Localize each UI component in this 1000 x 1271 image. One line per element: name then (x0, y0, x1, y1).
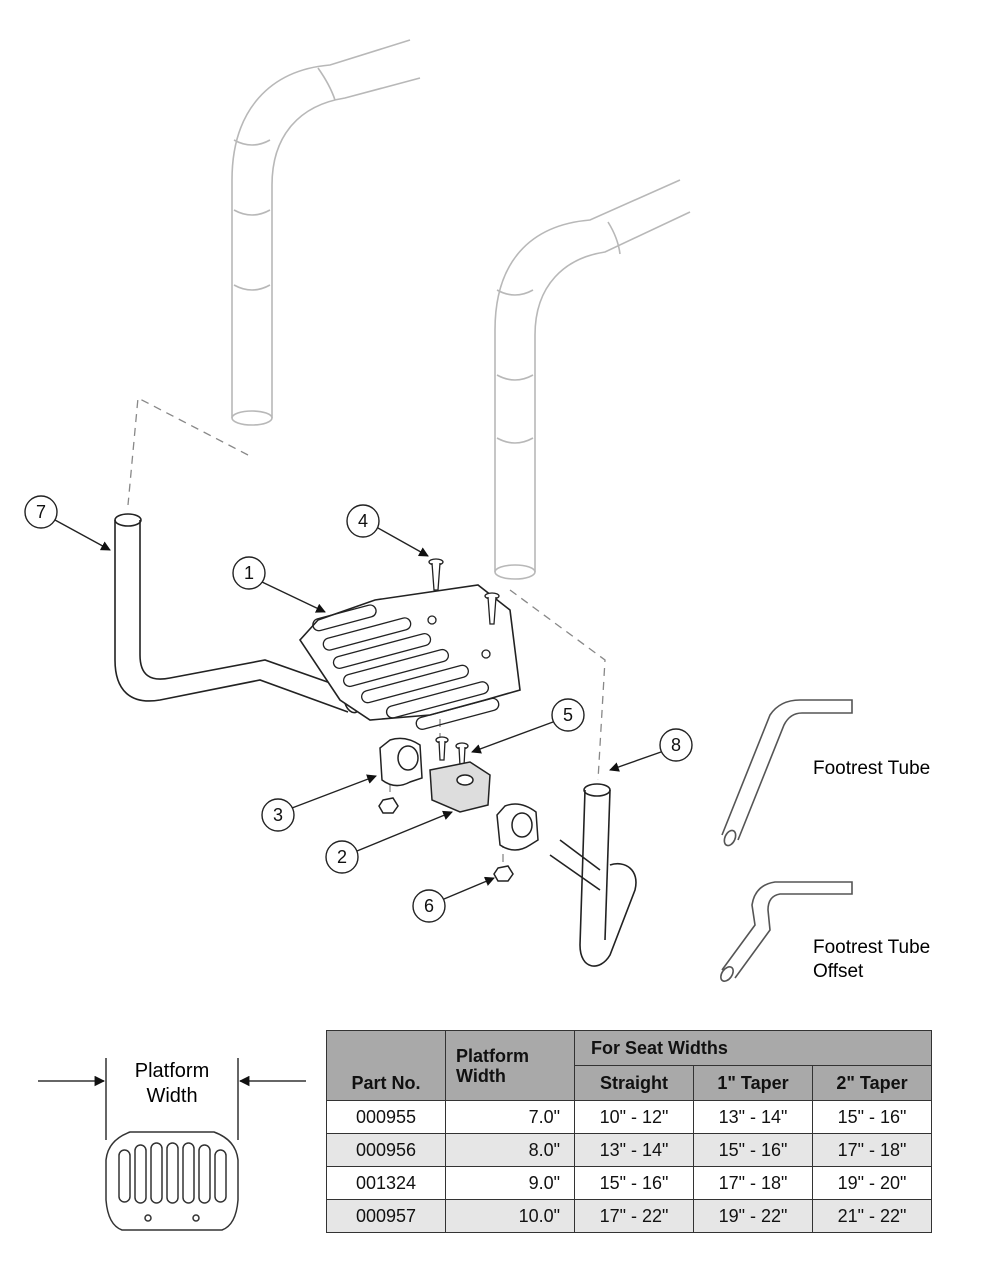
cell-platform-width: 10.0" (445, 1199, 575, 1233)
header-seat-widths: For Seat Widths (574, 1030, 932, 1066)
cell-1-taper: 17" - 18" (693, 1166, 813, 1200)
cell-2-taper: 15" - 16" (812, 1100, 932, 1134)
callout-3 (261, 774, 377, 832)
table-row: 000955 7.0" 10" - 12" 13" - 14" 15" - 16… (326, 1100, 932, 1134)
cell-1-taper: 19" - 22" (693, 1199, 813, 1233)
table-header-row-2: Straight 1" Taper 2" Taper (327, 1065, 932, 1101)
header-1-taper: 1" Taper (693, 1065, 813, 1101)
callout-number-6: 6 (424, 896, 434, 916)
footrest-tube-label: Footrest Tube (813, 758, 930, 779)
footrest-tube-offset-icon (720, 881, 853, 982)
footrest-tube-offset-label-line2: Offset (813, 961, 864, 982)
cell-part-no: 000957 (326, 1199, 446, 1233)
header-part-no-text: Part No. (351, 1073, 421, 1093)
cell-1-taper: 15" - 16" (693, 1133, 813, 1167)
cell-2-taper: 21" - 22" (812, 1199, 932, 1233)
cell-part-no: 000956 (326, 1133, 446, 1167)
header-width-line1: Platform (456, 1045, 530, 1066)
footrest-tube-offset-label-line1: Footrest Tube (813, 937, 930, 958)
cell-platform-width: 8.0" (445, 1133, 575, 1167)
clamps (378, 737, 539, 882)
cell-straight: 10" - 12" (574, 1100, 694, 1134)
cell-1-taper: 13" - 14" (693, 1100, 813, 1134)
cell-part-no: 001324 (326, 1166, 446, 1200)
callout-number-1: 1 (244, 563, 254, 583)
callout-number-8: 8 (671, 735, 681, 755)
callout-number-3: 3 (273, 805, 283, 825)
callout-2 (325, 810, 453, 874)
cell-platform-width: 9.0" (445, 1166, 575, 1200)
callout-8 (609, 728, 693, 772)
table-row: 001324 9.0" 15" - 16" 17" - 18" 19" - 20… (326, 1166, 932, 1200)
cell-2-taper: 19" - 20" (812, 1166, 932, 1200)
frame-tube-left (231, 39, 421, 426)
callout-number-2: 2 (337, 847, 347, 867)
platform-width-label-line1: Platform (135, 1060, 209, 1082)
callout-4 (346, 504, 429, 557)
cell-straight: 17" - 22" (574, 1199, 694, 1233)
callout-7 (24, 495, 111, 551)
footplate-platform (298, 584, 521, 730)
cell-2-taper: 17" - 18" (812, 1133, 932, 1167)
footrest-tube-8 (549, 783, 637, 967)
table-row: 000956 8.0" 13" - 14" 15" - 16" 17" - 18… (326, 1133, 932, 1167)
callout-number-4: 4 (358, 511, 368, 531)
cell-straight: 13" - 14" (574, 1133, 694, 1167)
cell-straight: 15" - 16" (574, 1166, 694, 1200)
cell-platform-width: 7.0" (445, 1100, 575, 1134)
header-2-taper: 2" Taper (812, 1065, 932, 1101)
header-straight: Straight (574, 1065, 694, 1101)
platform-width-illustration (38, 1058, 306, 1231)
screws (428, 558, 500, 767)
callout-6 (412, 876, 495, 923)
callout-number-7: 7 (36, 502, 46, 522)
cell-part-no: 000955 (326, 1100, 446, 1134)
header-seat-text: For Seat Widths (591, 1037, 728, 1058)
callout-number-5: 5 (563, 705, 573, 725)
table-row: 000957 10.0" 17" - 22" 19" - 22" 21" - 2… (326, 1199, 932, 1233)
header-part-no: Part No. (326, 1030, 446, 1101)
platform-width-label-line2: Width (146, 1085, 197, 1107)
header-width-line2: Width (456, 1065, 506, 1086)
frame-tube-right (494, 179, 691, 580)
footrest-tube-7 (114, 513, 361, 714)
footrest-tube-icon (721, 699, 853, 847)
callout-1 (232, 556, 326, 613)
callout-5 (471, 698, 585, 754)
